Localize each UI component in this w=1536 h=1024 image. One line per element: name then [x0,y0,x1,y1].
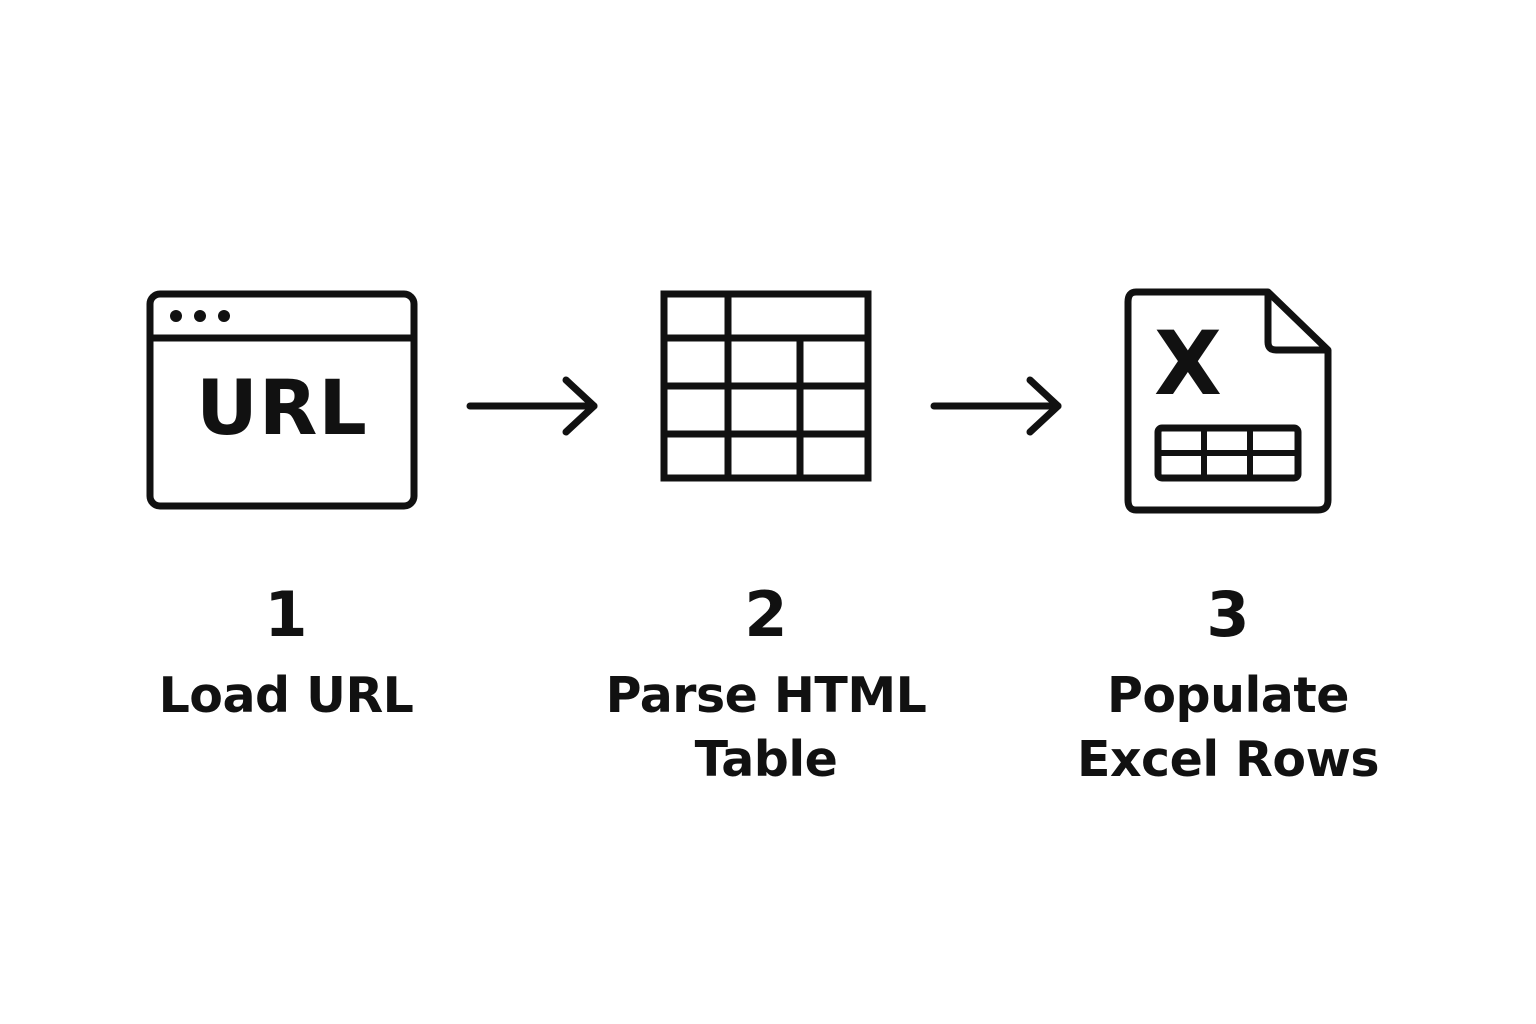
step-label: Table [694,731,838,788]
browser-url-text: URL [196,363,368,452]
step-label: Load URL [158,667,414,724]
step-label: Excel Rows [1076,731,1380,788]
step-populate-excel-rows: 3 Populate Excel Rows [1018,584,1438,792]
step-parse-html-table: 2 Parse HTML Table [556,584,976,792]
excel-file-icon: X [1124,288,1332,514]
step-label: Parse HTML [605,667,927,724]
step-number: 1 [264,578,308,651]
step-load-url: 1 Load URL [76,584,496,728]
step-label: Populate [1106,667,1350,724]
step-number: 3 [1206,578,1250,651]
html-table-icon [660,290,872,482]
right-arrow-icon [930,374,1066,438]
step-number: 2 [744,578,788,651]
excel-x-mark: X [1154,312,1222,415]
browser-window-icon: URL [146,290,418,510]
right-arrow-icon [466,374,602,438]
